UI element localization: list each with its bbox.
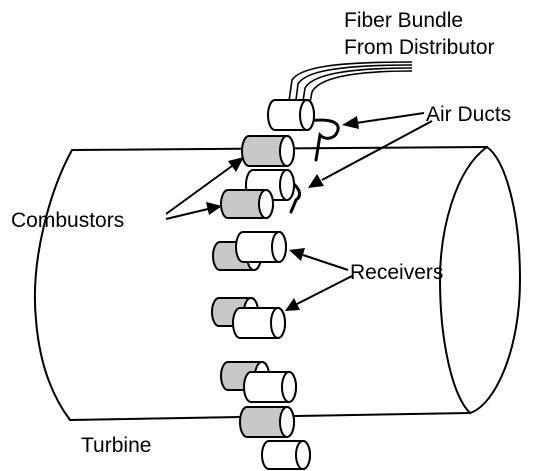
combustors-label: Combustors (11, 209, 124, 232)
annotation-arrows (165, 112, 433, 311)
arrow-combustors-upper (165, 157, 244, 215)
receiver-3 (235, 231, 287, 263)
fiber-bundle-label-line1: Fiber Bundle (344, 9, 463, 32)
arrow-air-ducts-upper (342, 112, 425, 129)
receiver-top (267, 99, 315, 131)
turbine-label: Turbine (81, 434, 151, 457)
turbine-end-face (439, 146, 521, 414)
fiber-bundle-label-line2: From Distributor (344, 36, 495, 59)
combustor-2 (220, 189, 274, 219)
receiver-bottom (261, 440, 311, 470)
combustor-6 (239, 406, 295, 438)
air-ducts (289, 118, 340, 214)
air-ducts-label: Air Ducts (426, 103, 511, 126)
fiber-bundle (287, 61, 413, 109)
arrow-air-ducts-lower (308, 120, 433, 188)
arrow-receivers-upper (289, 248, 349, 271)
receiver-4 (232, 307, 286, 339)
receivers-label: Receivers (350, 261, 443, 284)
receiver-5 (243, 371, 297, 403)
arrow-combustors-lower (165, 202, 222, 220)
combustor-1 (241, 135, 295, 167)
component-cylinders (211, 99, 315, 470)
arrow-receivers-lower (285, 275, 353, 311)
